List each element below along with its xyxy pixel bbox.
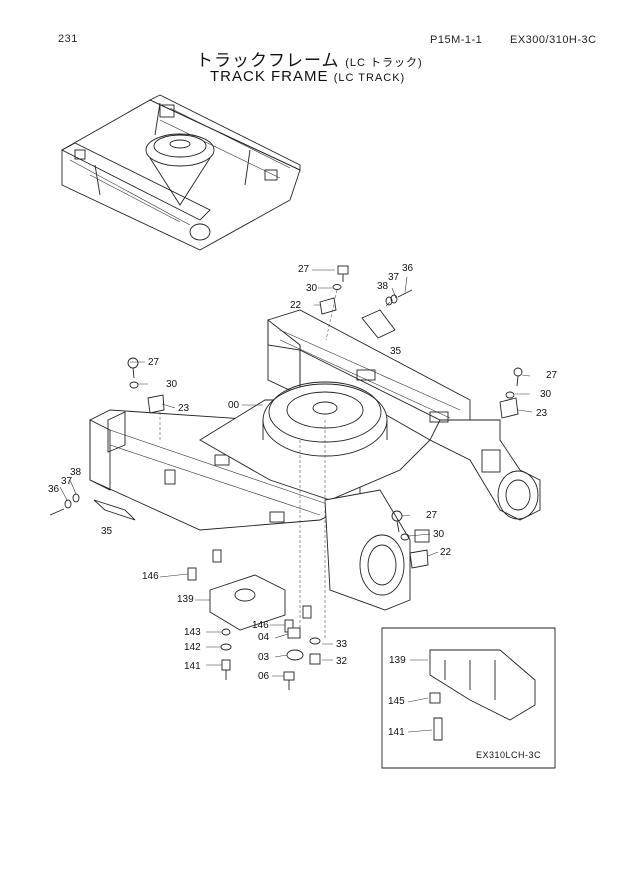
callout-141: 141 <box>184 661 201 672</box>
inset-caption: EX310LCH-3C <box>476 750 542 760</box>
title-en-sub: (LC TRACK) <box>333 72 406 84</box>
callout-04: 04 <box>258 632 270 643</box>
inset-callout-141: 141 <box>388 727 405 738</box>
callout-36-top: 36 <box>402 263 414 274</box>
callout-38-top: 38 <box>377 281 389 292</box>
overview-assembly <box>61 94 301 251</box>
callout-36-left: 36 <box>48 484 60 495</box>
callout-142: 142 <box>184 642 201 653</box>
callout-03: 03 <box>258 652 270 663</box>
callout-23-right: 23 <box>536 408 548 419</box>
title-en-main: TRACK FRAME <box>210 68 329 85</box>
hardware-parts <box>49 265 533 690</box>
inset-callout-139: 139 <box>389 655 406 666</box>
callout-27-top: 27 <box>298 264 310 275</box>
callout-143: 143 <box>184 627 201 638</box>
callout-27-lower: 27 <box>426 510 438 521</box>
callout-06: 06 <box>258 671 270 682</box>
callout-30-left: 30 <box>166 379 178 390</box>
title-english: TRACK FRAME (LC TRACK) <box>210 68 405 85</box>
callout-30-top: 30 <box>306 283 318 294</box>
callout-27-left: 27 <box>148 357 160 368</box>
title-japanese: トラックフレーム (LC トラック) <box>196 46 423 71</box>
callout-33: 33 <box>336 639 348 650</box>
callout-35-top: 35 <box>390 346 402 357</box>
callout-32: 32 <box>336 656 348 667</box>
callout-146-left: 146 <box>142 571 159 582</box>
callout-139: 139 <box>177 594 194 605</box>
inset-callout-145: 145 <box>388 696 405 707</box>
title-jp-sub: (LC トラック) <box>345 57 423 69</box>
inset-detail <box>381 627 556 769</box>
callout-146-center: 146 <box>252 620 269 631</box>
page-number: 231 <box>58 33 78 45</box>
callout-30-lower: 30 <box>433 529 445 540</box>
callout-00: 00 <box>228 400 240 411</box>
callout-37-left: 37 <box>61 476 73 487</box>
callout-23-left: 23 <box>178 403 190 414</box>
callout-22-lower: 22 <box>440 547 452 558</box>
model-code: EX300/310H-3C <box>510 34 597 46</box>
callout-30-right: 30 <box>540 389 552 400</box>
doc-code: P15M-1-1 <box>430 34 483 46</box>
callout-27-right: 27 <box>546 370 558 381</box>
title-jp-main: トラックフレーム <box>196 51 340 70</box>
callout-37-top: 37 <box>388 272 400 283</box>
callout-35-left: 35 <box>101 526 113 537</box>
callout-22-top: 22 <box>290 300 302 311</box>
track-frame-main <box>89 309 541 640</box>
callout-38-left: 38 <box>70 467 82 478</box>
